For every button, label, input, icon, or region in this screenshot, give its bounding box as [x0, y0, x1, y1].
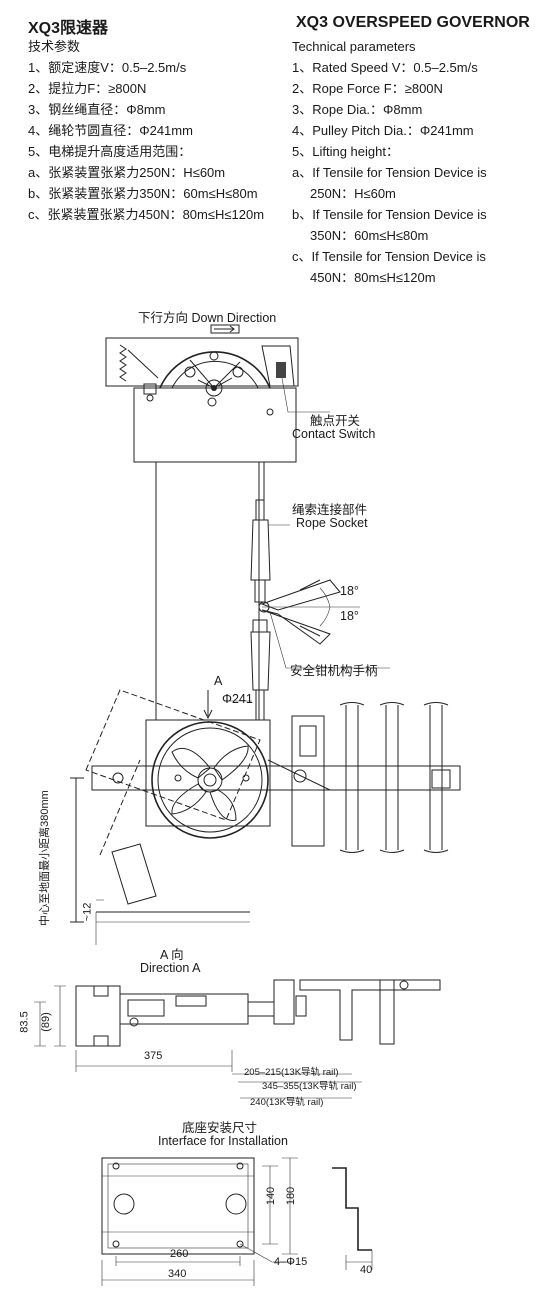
view-a-marker: A — [214, 674, 223, 688]
contact-switch-label-cn: 触点开关 — [310, 414, 361, 428]
down-direction-label: 下行方向 Down Direction — [138, 311, 277, 325]
safety-handle-label: 安全钳机构手柄 — [290, 664, 378, 678]
angle-top-label: 18° — [340, 584, 359, 598]
en-title: XQ3 OVERSPEED GOVERNOR — [296, 14, 530, 31]
cn-param-1: 1、额定速度V：0.5–2.5m/s — [28, 60, 187, 75]
cn-title: XQ3限速器 — [28, 20, 109, 37]
cn-param-5: 5、电梯提升高度适用范围： — [28, 144, 192, 159]
en-param-c-value: 450N：80m≤H≤120m — [310, 270, 436, 285]
dim-240: 240(13K导轨 rail) — [250, 1097, 324, 1108]
cn-param-b: b、张紧装置张紧力350N：60m≤H≤80m — [28, 186, 258, 201]
en-param-2: 2、Rope Force F：≥800N — [292, 81, 443, 96]
cn-param-c: c、张紧装置张紧力450N：80m≤H≤120m — [28, 207, 265, 222]
en-param-1: 1、Rated Speed V：0.5–2.5m/s — [292, 60, 478, 75]
rope-socket-label-en: Rope Socket — [296, 516, 368, 530]
angle-bottom-label: 18° — [340, 609, 359, 623]
dim-12: ~12 — [81, 902, 94, 922]
dim-375: 375 — [144, 1050, 163, 1062]
en-param-b: b、If Tensile for Tension Device is — [292, 207, 487, 222]
dim-140: 140 — [265, 1186, 278, 1206]
dim-260: 260 — [170, 1248, 189, 1260]
dim-83-5: 83.5 — [18, 1011, 31, 1033]
direction-a-label-cn: A 向 — [160, 948, 184, 962]
direction-a-view — [34, 979, 441, 1099]
dim-89: (89) — [39, 1012, 52, 1032]
en-param-a: a、If Tensile for Tension Device is — [292, 165, 487, 180]
en-param-c: c、If Tensile for Tension Device is — [292, 249, 486, 264]
safety-gear-handle — [258, 579, 360, 645]
en-param-b-value: 350N：60m≤H≤80m — [310, 228, 429, 243]
en-param-3: 3、Rope Dia.：Φ8mm — [292, 102, 423, 117]
holes-label: 4–Φ15 — [274, 1256, 308, 1268]
pulley-diameter-label: Φ241 — [222, 692, 253, 706]
direction-a-label-en: Direction A — [140, 961, 201, 975]
dim-180: 180 — [285, 1186, 298, 1206]
dim-205-215: 205–215(13K导轨 rail) — [244, 1067, 339, 1078]
cn-param-3: 3、钢丝绳直径：Φ8mm — [28, 102, 166, 117]
cn-param-2: 2、提拉力F：≥800N — [28, 81, 147, 96]
rope-socket — [250, 499, 271, 721]
contact-switch-label-en: Contact Switch — [292, 427, 376, 441]
dim-40: 40 — [360, 1264, 373, 1276]
cn-param-a: a、张紧装置张紧力250N：H≤60m — [28, 165, 226, 180]
installation-interface — [101, 1157, 373, 1286]
interface-label-en: Interface for Installation — [158, 1134, 288, 1148]
rope-socket-label-cn: 绳索连接部件 — [292, 503, 368, 517]
down-direction-arrow-icon — [210, 324, 240, 334]
interface-label-cn: 底座安装尺寸 — [182, 1121, 258, 1135]
cn-subtitle: 技术参数 — [28, 39, 81, 54]
governor-assembly-bottom — [85, 689, 461, 905]
dim-345-355: 345–355(13K导轨 rail) — [262, 1081, 357, 1092]
en-subtitle: Technical parameters — [292, 39, 416, 54]
en-param-a-value: 250N：H≤60m — [310, 186, 396, 201]
cn-param-4: 4、绳轮节圆直径：Φ241mm — [28, 123, 193, 138]
en-param-5: 5、Lifting height： — [292, 144, 399, 159]
dim-340: 340 — [168, 1268, 187, 1280]
min-height-label: 中心至地面最小距离380mm — [38, 790, 51, 926]
governor-housing-top — [105, 337, 299, 463]
en-param-4: 4、Pulley Pitch Dia.：Φ241mm — [292, 123, 474, 138]
